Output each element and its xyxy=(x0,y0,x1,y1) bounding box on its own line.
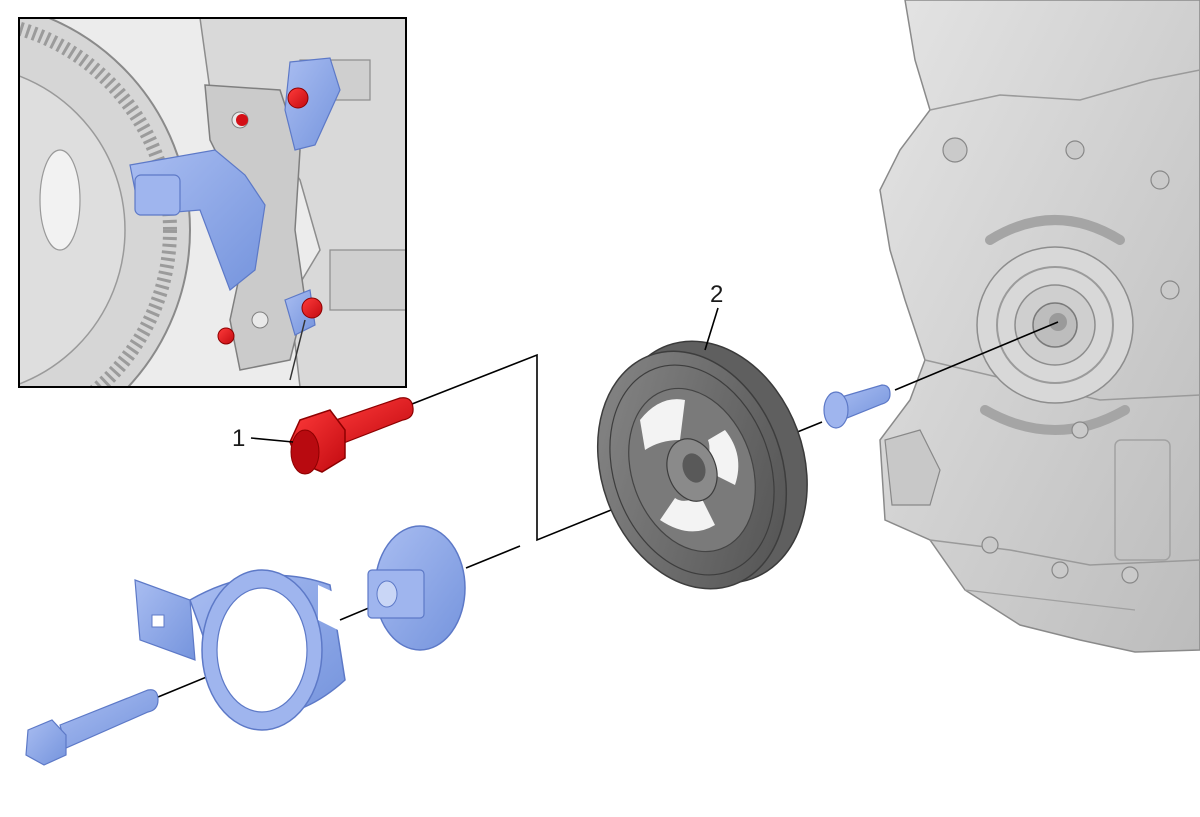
callout-1: 1 xyxy=(232,425,294,452)
blue-long-bolt xyxy=(25,689,159,766)
crankshaft-pulley xyxy=(596,340,808,590)
inset-red-bolts xyxy=(217,87,323,345)
blue-adapter-disc xyxy=(367,525,466,651)
blue-holding-fixture xyxy=(134,569,346,731)
engine-block xyxy=(879,0,1200,653)
callout-number-1: 1 xyxy=(232,425,245,452)
inset-detail-view xyxy=(18,17,407,388)
callout-2: 2 xyxy=(704,281,723,351)
small-blue-bolt xyxy=(823,384,891,429)
callout-number-2: 2 xyxy=(710,281,723,308)
flywheel-ring-gear xyxy=(19,18,191,387)
timing-cover-boss xyxy=(976,215,1134,435)
red-bolt xyxy=(289,397,414,475)
